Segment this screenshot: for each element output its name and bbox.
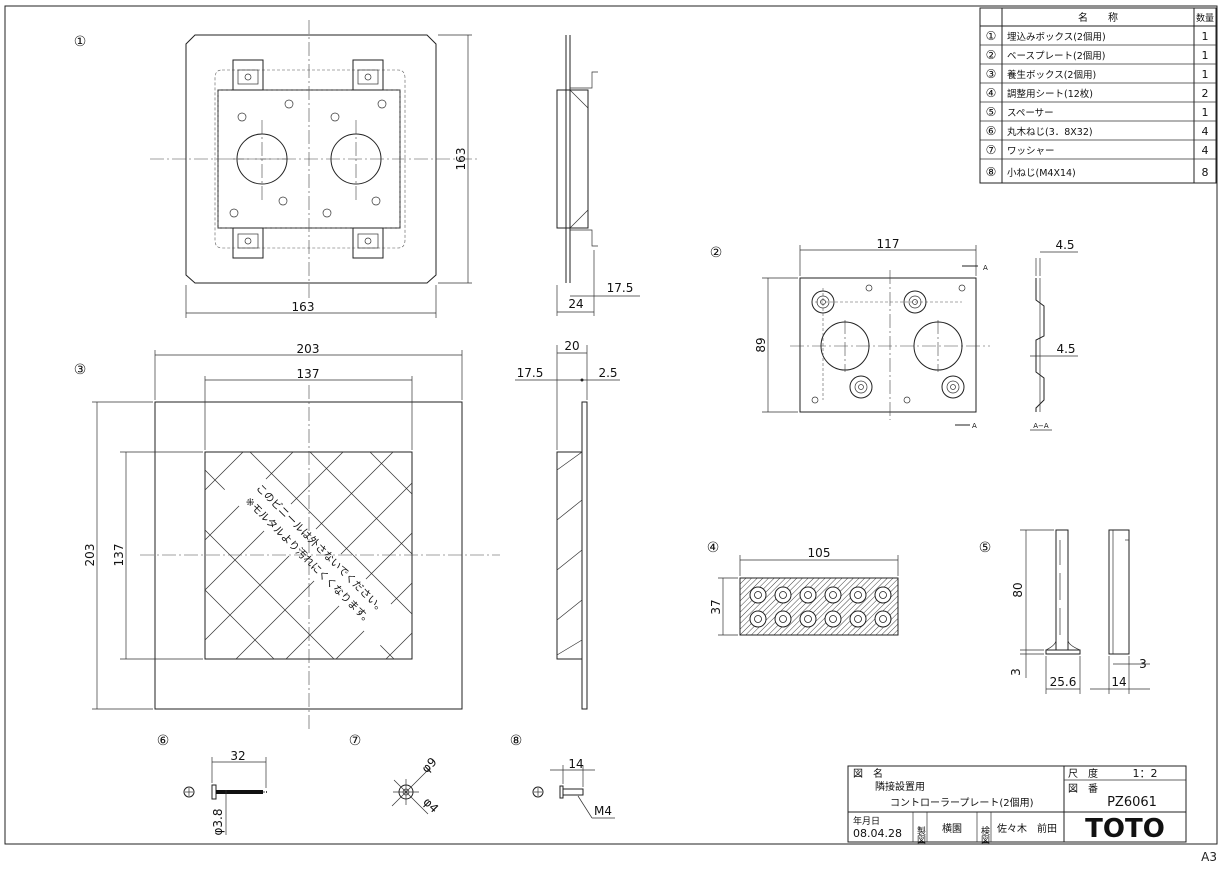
dim-part5-side-width: 14: [1111, 675, 1126, 689]
table-row-no: ④: [986, 86, 997, 100]
title-drawn-by: 横園: [942, 822, 962, 835]
dim-part5-width: 25.6: [1050, 675, 1077, 689]
title-label-drawing-no: 図 番: [1068, 783, 1098, 795]
dim-part5-height: 80: [1011, 582, 1025, 597]
table-row-qty: 2: [1202, 87, 1209, 100]
dim-part6-length: 32: [230, 749, 245, 763]
part1-side-view: 24 17.5: [556, 35, 640, 316]
dim-part1-depth: 24: [568, 297, 583, 311]
title-block: 図 名 隣接設置用 コントローラープレート(2個用) 尺 度 1：2 図 番 P…: [847, 765, 1187, 845]
title-name-line2: コントローラープレート(2個用): [890, 796, 1034, 809]
dim-part7-inner: φ4: [420, 795, 441, 816]
table-row-name: 丸木ねじ(3．8X32): [1007, 126, 1093, 138]
callout-part4: ④: [707, 540, 720, 556]
section-label: A−A: [1033, 422, 1049, 430]
part6-wood-screw: ⑥ 32 φ3.8: [157, 733, 268, 836]
table-row-name: 埋込みボックス(2個用): [1007, 31, 1106, 43]
brand-logo: TOTO: [1085, 814, 1165, 844]
table-row-no: ③: [986, 67, 997, 81]
table-row-no: ⑤: [986, 105, 997, 119]
table-header-qty: 数量: [1196, 12, 1214, 24]
table-row-qty: 4: [1202, 125, 1209, 138]
part4-adjustment-sheet: ④ 105 37: [707, 540, 899, 636]
vinyl-note-line1: このビニールは外さないでください。: [253, 482, 387, 616]
table-row-qty: 4: [1202, 144, 1209, 157]
table-row-name: 小ねじ(M4X14): [1007, 168, 1076, 179]
dim-part3-width: 203: [297, 342, 320, 356]
part1-front-view: ①: [74, 20, 480, 318]
dim-part7-outer: φ9: [419, 755, 440, 776]
callout-part1: ①: [74, 34, 87, 50]
table-row-name: 調整用シート(12枚): [1007, 88, 1093, 100]
dim-part4-width: 105: [808, 546, 831, 560]
dim-part6-diameter: φ3.8: [211, 809, 225, 836]
sheet-size-label: A3: [1201, 850, 1217, 864]
section-mark-top: A: [983, 264, 988, 272]
title-label-checked: 検図: [979, 825, 990, 845]
title-checked-by: 佐々木 前田: [997, 822, 1057, 835]
callout-part8: ⑧: [510, 733, 523, 749]
dim-part3-side-b: 2.5: [598, 366, 617, 380]
table-row-qty: 1: [1202, 106, 1209, 119]
table-row-no: ⑥: [986, 124, 997, 138]
callout-part7: ⑦: [349, 733, 362, 749]
part2-base-plate: ② 117 89 A A 4.5: [710, 237, 1078, 431]
table-row-no: ⑧: [986, 165, 997, 179]
table-row-qty: 1: [1202, 30, 1209, 43]
callout-part6: ⑥: [157, 733, 170, 749]
table-row-qty: 8: [1202, 166, 1209, 179]
title-label-date: 年月日: [853, 815, 880, 827]
title-label-scale: 尺 度: [1068, 767, 1098, 780]
dim-part3-depth: 20: [564, 339, 579, 353]
title-drawing-no: PZ6061: [1107, 795, 1157, 810]
section-mark-bottom: A: [972, 422, 977, 430]
dim-part2-thickness1: 4.5: [1055, 238, 1074, 252]
dim-part4-height: 37: [709, 599, 723, 614]
table-row-qty: 1: [1202, 68, 1209, 81]
callout-part5: ⑤: [979, 540, 992, 556]
table-row-no: ②: [986, 48, 997, 62]
part5-spacer: ⑤ 80 3 25.6 14 3: [979, 529, 1150, 694]
title-scale: 1：2: [1133, 767, 1158, 780]
dim-part5-base: 3: [1009, 668, 1023, 676]
title-label-name: 図 名: [853, 767, 883, 780]
part7-washer: ⑦ φ9 φ4: [349, 733, 442, 816]
part3-front-view: ③ このビニールは外さないでください。 ※モルタルより汚れにくくなります。: [74, 342, 500, 730]
title-label-drawn: 製図: [915, 825, 926, 845]
dim-part2-height: 89: [754, 337, 768, 352]
table-row-name: ベースプレート(2個用): [1007, 50, 1105, 62]
dim-part3-height: 203: [83, 544, 97, 567]
dim-part1-side: 17.5: [607, 281, 634, 295]
part8-machine-screw: ⑧ 14 M4: [510, 733, 615, 819]
callout-part3: ③: [74, 362, 87, 378]
table-row-name: 養生ボックス(2個用): [1007, 69, 1096, 81]
parts-table: 名 称 数量 ① 埋込みボックス(2個用) 1 ② ベースプレート(2個用) 1…: [979, 7, 1217, 184]
part3-side-view: 20 17.5 2.5: [515, 339, 620, 710]
table-row-no: ⑦: [986, 143, 997, 157]
dim-part2-width: 117: [877, 237, 900, 251]
table-row-name: ワッシャー: [1007, 146, 1055, 157]
table-row-qty: 1: [1202, 49, 1209, 62]
callout-part2: ②: [710, 245, 723, 261]
dim-part8-thread: M4: [594, 804, 612, 818]
table-row-name: スペーサー: [1007, 108, 1054, 119]
dim-part8-length: 14: [568, 757, 583, 771]
dim-part3-inner-height: 137: [112, 544, 126, 567]
title-name-line1: 隣接設置用: [875, 780, 925, 793]
dim-part3-side-a: 17.5: [517, 366, 544, 380]
dim-part5-side-thickness: 3: [1139, 657, 1147, 671]
dim-part3-inner-width: 137: [297, 367, 320, 381]
dim-part1-width: 163: [292, 300, 315, 314]
dim-part1-height: 163: [454, 148, 468, 171]
sheet-border: [4, 5, 1218, 845]
table-header-name: 名 称: [1078, 11, 1118, 24]
title-date: 08.04.28: [853, 827, 902, 840]
dim-part2-thickness2: 4.5: [1056, 342, 1075, 356]
table-row-no: ①: [986, 29, 997, 43]
